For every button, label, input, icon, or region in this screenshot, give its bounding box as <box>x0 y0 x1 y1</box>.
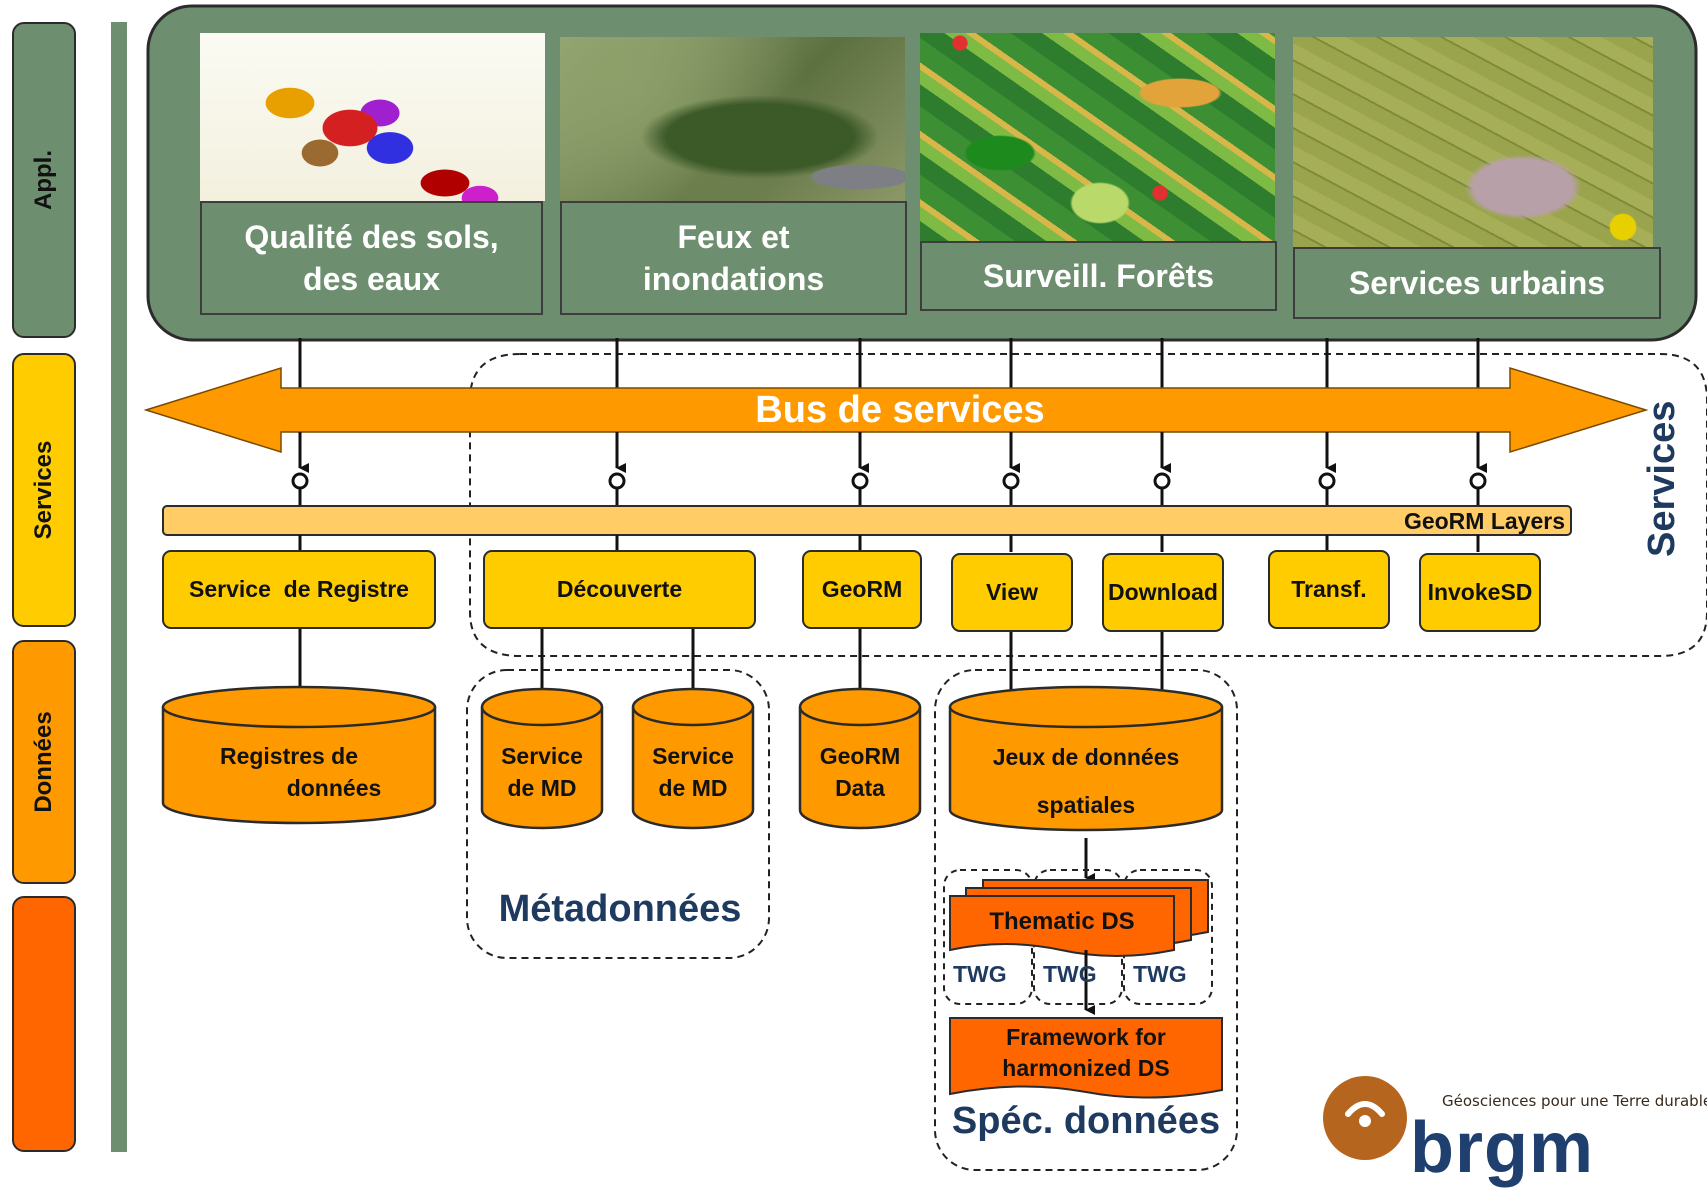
service-download: Download <box>1102 553 1224 632</box>
data-store-md-2: Service de MD <box>652 743 734 801</box>
data-store-cylinder <box>948 685 1224 832</box>
brgm-tagline: Géosciences pour une Terre durable <box>1442 1092 1707 1110</box>
twg-label: TWG <box>953 961 1007 987</box>
app-label-forest: Surveill. Forêts <box>920 241 1277 311</box>
data-store-georm: GeoRM Data <box>819 743 901 801</box>
spec-group-label: Spéc. données <box>951 1100 1221 1142</box>
service-registry: Service de Registre <box>162 550 436 629</box>
metadata-group-border <box>466 669 770 959</box>
service-bus-arrow <box>143 366 1649 454</box>
urban-services-map <box>1293 37 1653 247</box>
forest-landcover-map <box>920 33 1275 243</box>
metadata-group-label: Métadonnées <box>498 888 742 930</box>
data-store-spatial: Jeux de données spatiales <box>992 744 1180 818</box>
interface-circles <box>291 472 1487 490</box>
spec-group-border <box>934 669 1238 1171</box>
framework-label: Framework for harmonized DS <box>1002 1024 1170 1081</box>
side-tab-label: Services <box>30 440 57 540</box>
service-view: View <box>951 553 1073 632</box>
twg-label: TWG <box>1043 961 1097 987</box>
service-bus-label: Bus de services <box>755 388 1045 431</box>
service-georm: GeoRM <box>802 550 922 629</box>
service-discovery: Découverte <box>483 550 756 629</box>
side-tab-donnees: Données <box>12 640 76 884</box>
service-transform: Transf. <box>1268 550 1390 629</box>
services-group-label: Services <box>1641 400 1683 557</box>
data-store-cylinder <box>161 685 437 825</box>
bus-arrows <box>298 432 1487 473</box>
brgm-logo-mark <box>1323 1076 1407 1160</box>
data-store-registry: Registres de données <box>219 743 382 801</box>
thematic-ds-label: Thematic DS <box>989 908 1135 935</box>
data-store-cylinder <box>798 687 922 830</box>
data-store-cylinder <box>631 687 755 830</box>
twg-boxes <box>943 869 1213 1005</box>
side-tab-label: Appl. <box>30 150 57 210</box>
twg-label: TWG <box>1133 961 1187 987</box>
data-store-cylinder <box>480 687 604 830</box>
side-tab-appl: Appl. <box>12 22 76 338</box>
framework-shape <box>949 1017 1223 1099</box>
side-tab-services: Services <box>12 353 76 627</box>
app-label-urban: Services urbains <box>1293 247 1661 319</box>
side-tab-label: Données <box>30 711 57 813</box>
georm-layers-band <box>162 505 1572 536</box>
thematic-ds-stack <box>949 879 1209 957</box>
side-tab-spec <box>12 896 76 1152</box>
data-store-md-1: Service de MD <box>501 743 583 801</box>
service-invoke: InvokeSD <box>1419 553 1541 632</box>
soil-water-quality-map <box>200 33 545 201</box>
app-label-soil-water: Qualité des sols, des eaux <box>200 201 543 315</box>
services-region <box>469 353 1707 657</box>
georm-layers-label: GeoRM Layers <box>1403 508 1565 534</box>
app-label-fire-flood: Feux et inondations <box>560 201 907 315</box>
side-divider <box>111 22 127 1152</box>
fire-flood-aerial-map <box>560 37 905 202</box>
brgm-wordmark: brgm <box>1410 1108 1594 1188</box>
